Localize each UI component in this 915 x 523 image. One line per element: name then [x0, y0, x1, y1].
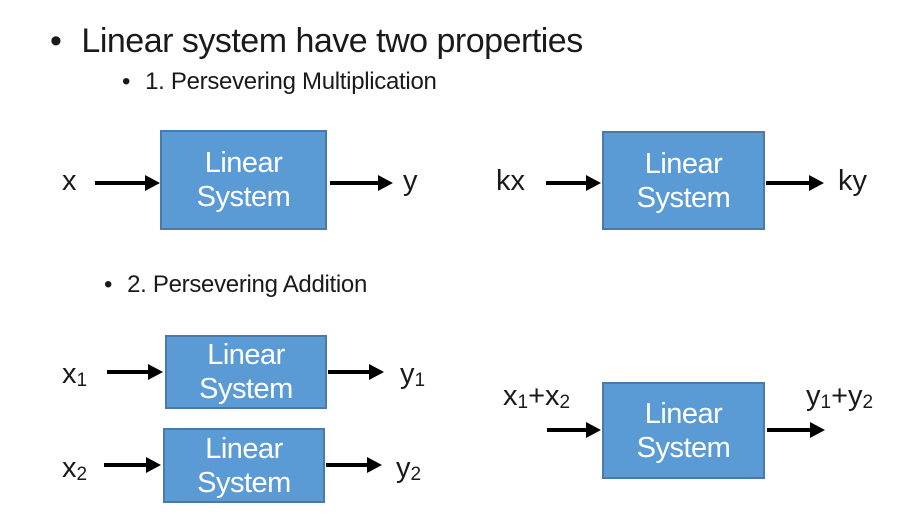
arrow-head [367, 457, 382, 473]
box-label-line1: Linear [204, 147, 283, 179]
arrow-head [378, 175, 393, 191]
subscript: 1 [517, 392, 529, 413]
arrow-head [809, 175, 824, 191]
arrow-shaft [767, 428, 812, 432]
subscript: 2 [559, 392, 571, 413]
box-label-line2: System [199, 373, 293, 405]
box-label-line2: System [636, 181, 731, 214]
arrow-shaft [330, 181, 380, 185]
subscript: 2 [76, 464, 88, 485]
box-label-line1: Linear [644, 397, 723, 430]
mult-left-output-label: y [403, 165, 418, 197]
arrow-head [148, 364, 163, 380]
section-multiplication-label: 1. Persevering Multiplication [145, 68, 437, 95]
box-label-line1: Linear [207, 339, 285, 371]
arrow-shaft [326, 463, 369, 467]
linear-system-box: Linear System [602, 131, 765, 230]
linear-system-box: Linear System [602, 382, 765, 479]
bullet-icon: • [104, 271, 113, 298]
arrow-head [586, 422, 601, 438]
arrow-head [145, 175, 160, 191]
arrow-head [810, 422, 825, 438]
bullet-icon: • [50, 22, 62, 60]
subscript: 2 [862, 392, 874, 413]
mult-right-output-label: ky [838, 165, 867, 197]
section-multiplication-line: • 1. Persevering Multiplication [122, 68, 437, 96]
mult-left-input-label: x [62, 165, 77, 197]
arrow-shaft [104, 463, 148, 467]
arrow-head [586, 175, 601, 191]
arrow-shaft [107, 370, 150, 374]
linear-system-box: Linear System [163, 428, 325, 503]
box-label-line1: Linear [205, 432, 283, 465]
box-label-line2: System [197, 466, 291, 499]
arrow-shaft [546, 181, 588, 185]
bullet-icon: • [122, 68, 131, 95]
subscript: 1 [414, 370, 426, 391]
mult-right-input-label: kx [496, 165, 525, 197]
box-label-line1: Linear [644, 147, 723, 180]
subscript: 1 [76, 370, 88, 391]
section-addition-label: 2. Persevering Addition [127, 271, 368, 298]
subscript: 1 [820, 392, 832, 413]
box-label-line2: System [636, 431, 731, 464]
section-addition-line: • 2. Persevering Addition [104, 271, 367, 299]
arrow-shaft [95, 181, 147, 185]
arrow-shaft [766, 181, 811, 185]
box-label-line2: System [196, 181, 291, 213]
arrow-head [369, 364, 384, 380]
subscript: 2 [410, 464, 422, 485]
arrow-shaft [547, 428, 588, 432]
arrow-shaft [328, 370, 371, 374]
linear-system-box: Linear System [165, 335, 327, 409]
page-title: Linear system have two properties [81, 22, 583, 60]
arrow-head [146, 457, 161, 473]
linear-system-box: Linear System [160, 130, 327, 230]
title-line: • Linear system have two properties [50, 22, 583, 61]
